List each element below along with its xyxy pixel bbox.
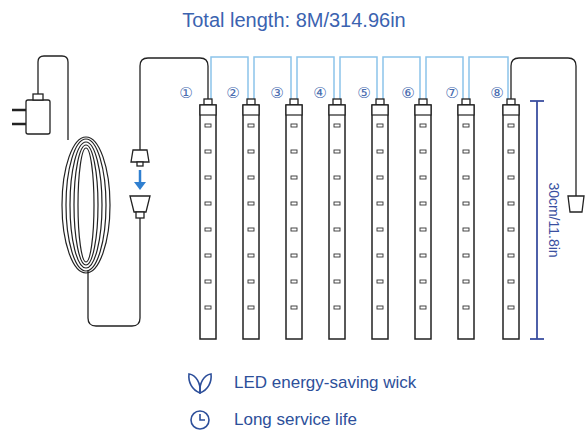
callout-number: ④ <box>313 85 326 102</box>
adapter-neck <box>33 94 43 100</box>
female-connector <box>130 196 150 212</box>
male-connector <box>131 150 149 162</box>
feature-text: Long service life <box>234 411 357 430</box>
meteor-tube <box>200 99 216 339</box>
tube-group <box>200 57 519 339</box>
adapter-body <box>26 100 50 134</box>
callout-number: ① <box>179 85 192 102</box>
meteor-tube <box>415 99 431 339</box>
wire-coil <box>62 137 110 273</box>
callout-number: ⑤ <box>357 85 370 102</box>
callout-number: ② <box>226 85 239 102</box>
meteor-tube <box>458 99 474 339</box>
title: Total length: 8M/314.96in <box>182 9 406 31</box>
callout-number: ⑥ <box>401 85 414 102</box>
wire <box>511 58 576 196</box>
wire <box>140 58 208 150</box>
meteor-tube <box>243 99 259 339</box>
dimension-bracket <box>530 101 544 339</box>
end-connector <box>568 196 584 212</box>
clock-icon <box>191 411 209 429</box>
wire <box>88 218 140 326</box>
leaf-icon <box>189 374 211 393</box>
meteor-tube <box>372 99 388 339</box>
connector-neck <box>136 212 144 218</box>
callout-number: ⑧ <box>490 85 503 102</box>
plug-prong <box>12 110 26 124</box>
connector-pin <box>137 162 143 166</box>
meteor-tube <box>286 99 302 339</box>
power-adapter <box>12 94 50 134</box>
wires <box>38 56 576 326</box>
callout-number: ③ <box>270 85 283 102</box>
plug-arrow <box>134 170 146 190</box>
callout-number: ⑦ <box>445 85 458 102</box>
meteor-tube <box>503 99 519 339</box>
meteor-tube <box>329 99 345 339</box>
feature-text: LED energy-saving wick <box>234 374 416 393</box>
dimension-label: 30cm/11.8in <box>545 182 560 257</box>
